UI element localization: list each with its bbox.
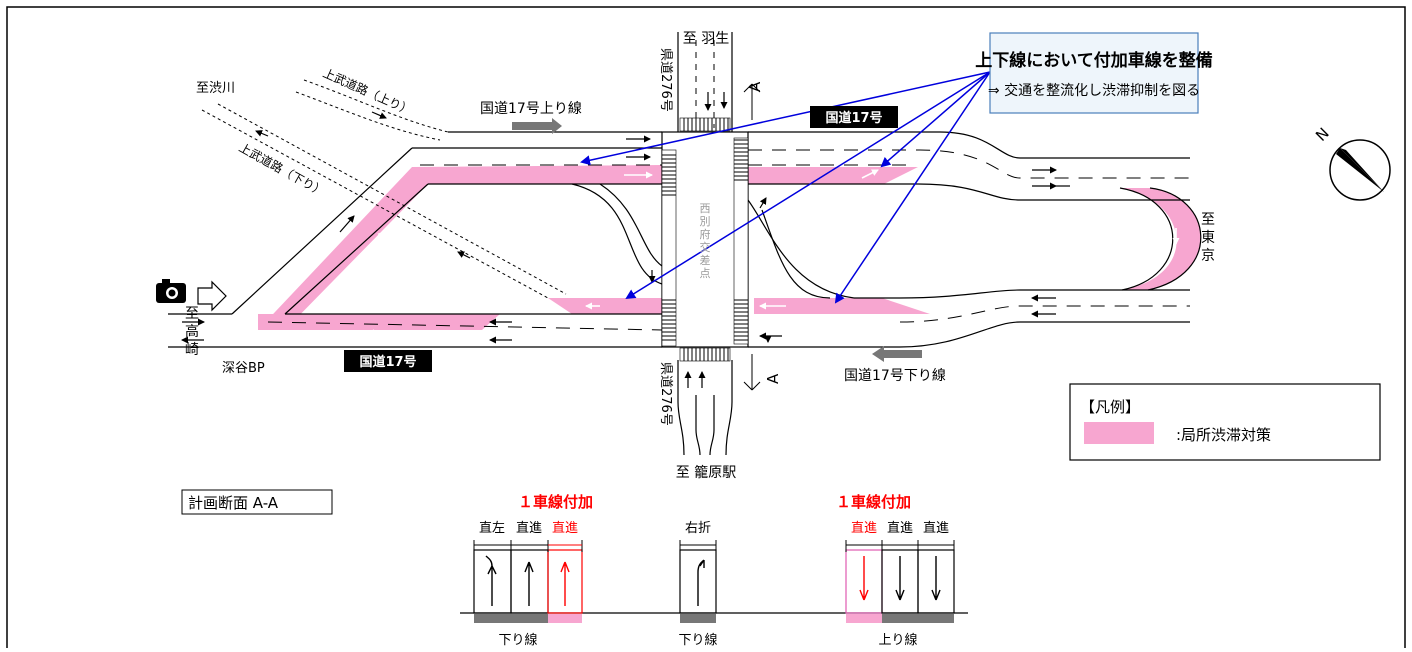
- direction-arrows: [512, 118, 922, 362]
- label-hanyu: 至 羽生: [683, 31, 729, 47]
- pavement-up: [882, 614, 954, 623]
- label-intersection: 西 別 府 交 差 点: [700, 202, 711, 280]
- legend-swatch: [1084, 422, 1154, 444]
- edge-south-left: [677, 360, 685, 456]
- edge-uturn-outer: [1147, 187, 1202, 291]
- lane-arrows: [485, 555, 941, 606]
- label-fukaya-bp: 深谷BP: [222, 361, 265, 376]
- pavement-right-turn: [680, 614, 716, 623]
- cross-section-title: 計画断面 A-A: [188, 494, 279, 512]
- label-kagohara: 至 籠原駅: [676, 465, 736, 481]
- edge-diagonal-inner: [284, 183, 429, 315]
- crosswalk-stripes: [662, 118, 748, 361]
- edge-upper-east-top: [748, 131, 1190, 159]
- lane-label-straight-2: 直進: [887, 521, 913, 536]
- lane-label-straight-added-left: 直進: [552, 521, 578, 536]
- label-r17-up-line: 国道17号上り線: [480, 101, 582, 117]
- label-shibukawa: 至渋川: [196, 81, 235, 96]
- svg-text:交: 交: [700, 240, 711, 254]
- edge-ramp-west-1: [571, 183, 663, 285]
- svg-text:点: 点: [700, 267, 711, 280]
- r17-up-direction-arrow: [512, 118, 562, 134]
- pavement-added-right: [846, 614, 882, 623]
- label-pref276-south: 県道276号: [658, 362, 673, 426]
- svg-text:東: 東: [1201, 230, 1215, 246]
- added-lane-label-left: １車線付加: [518, 493, 593, 511]
- r17-badge-bottom-bg: [344, 350, 432, 372]
- lane-dashes: [267, 40, 1190, 331]
- outer-frame: [6, 6, 1406, 652]
- jobu-road: [201, 79, 567, 299]
- label-jobu-down: 上武道路（下り）: [237, 140, 328, 200]
- section-marker-north: A: [743, 81, 764, 120]
- callout-title: 上下線において付加車線を整備: [975, 50, 1213, 71]
- pink-left-down-lane: [548, 298, 662, 314]
- lane-label-straight-3: 直進: [923, 521, 949, 536]
- edge-upper-east-bottom2: [917, 183, 1190, 201]
- edge-diagonal-outer: [231, 147, 413, 315]
- edge-south-right: [725, 360, 733, 456]
- callout-subtitle: ⇒ 交通を整流化し渋滞抑制を図る: [988, 82, 1200, 99]
- cs-down-line-center: 下り線: [678, 632, 717, 648]
- lane-width-dimensions: [473, 540, 955, 552]
- edge-lower-east-bottom: [748, 321, 1190, 348]
- svg-text:崎: 崎: [185, 342, 199, 358]
- section-marker-south: A: [743, 354, 782, 391]
- legend-item: :局所渋滞対策: [1176, 426, 1271, 444]
- svg-text:府: 府: [700, 227, 711, 241]
- r17-down-direction-arrow: [872, 346, 922, 362]
- lane-label-straight-added-right: 直進: [851, 521, 877, 536]
- svg-text:西: 西: [700, 202, 711, 215]
- camera-icon: [156, 279, 186, 303]
- pavement-down-left: [474, 614, 548, 623]
- label-r17-down-line: 国道17号下り線: [844, 368, 946, 384]
- edge-south-mid1: [695, 395, 701, 456]
- lane-label-left-straight: 直左: [479, 521, 505, 536]
- pink-uturn-lane: [1120, 188, 1201, 290]
- cs-down-line-left: 下り線: [498, 632, 537, 648]
- pink-right-down-lane: [754, 298, 930, 314]
- added-lane-label-right: １車線付加: [836, 493, 911, 511]
- edge-south-mid2: [709, 395, 715, 456]
- r17-badge-bottom: 国道17号: [359, 354, 416, 370]
- r17-badge-top-bg: [810, 106, 898, 128]
- traffic-arrows: [181, 92, 1070, 388]
- cs-up-line: 上り線: [878, 632, 917, 648]
- svg-text:差: 差: [700, 253, 711, 267]
- svg-text:至: 至: [185, 306, 199, 322]
- cross-section-title-box: [181, 489, 333, 515]
- lane-boxes: [473, 549, 955, 614]
- pink-lower-lane: [258, 314, 500, 330]
- pink-lane-arrows: [361, 169, 1180, 339]
- edge-ramp-east-2: [761, 209, 831, 299]
- lane-label-straight-1: 直進: [516, 521, 542, 536]
- compass: N: [1312, 124, 1391, 201]
- callout-pointers: [580, 71, 991, 304]
- svg-text:A: A: [746, 81, 764, 92]
- r17-badge-top: 国道17号: [825, 110, 882, 126]
- label-takasaki: 至 高 崎: [185, 306, 199, 358]
- callout-box: [989, 32, 1199, 114]
- label-tokyo: 至 東 京: [1201, 212, 1215, 264]
- lane-label-right-turn: 右折: [685, 521, 711, 536]
- svg-text:高: 高: [185, 323, 199, 340]
- camera-view-arrow-icon: [197, 280, 227, 312]
- svg-text:至: 至: [1201, 212, 1215, 228]
- edge-ramp-east-1: [747, 199, 855, 299]
- svg-text:別: 別: [700, 215, 711, 228]
- pavement-added-left: [548, 614, 582, 623]
- compass-label: N: [1312, 124, 1333, 145]
- edge-ramp-west-2: [599, 183, 663, 267]
- svg-text:A: A: [764, 373, 782, 384]
- legend-title: 【凡例】: [1080, 398, 1140, 416]
- edge-lower-east-top: [854, 289, 1190, 299]
- svg-text:京: 京: [1201, 248, 1215, 264]
- label-pref276-north: 県道276号: [658, 48, 673, 112]
